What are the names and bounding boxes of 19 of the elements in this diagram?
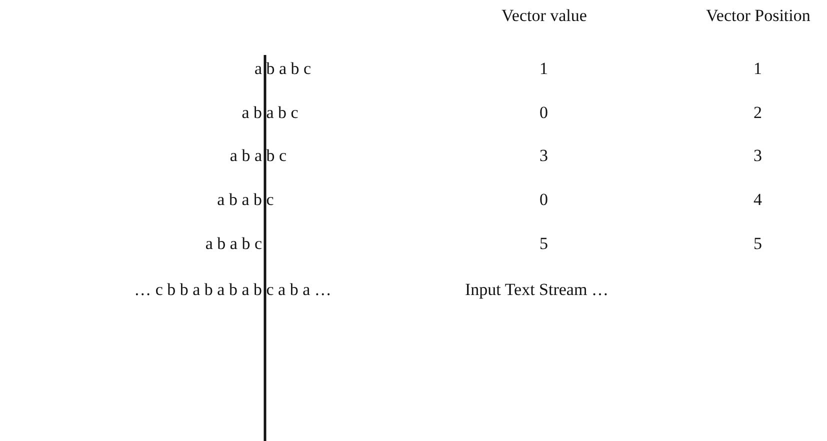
vector-value: 5: [540, 234, 548, 254]
vector-position: 2: [754, 103, 762, 123]
text-stream: … c b b a b a b a b c a b a …: [134, 280, 332, 300]
stream-caption: Input Text Stream …: [465, 280, 608, 300]
column-header: Vector value: [502, 6, 587, 26]
column-header: Vector Position: [706, 6, 810, 26]
pattern-string: a b a b c: [254, 59, 312, 79]
vector-value: 0: [540, 103, 548, 123]
pattern-string: a b a b c: [230, 146, 287, 166]
vector-position: 1: [754, 59, 762, 79]
pattern-string: a b a b c: [205, 234, 262, 254]
pattern-string: a b a b c: [242, 103, 298, 123]
vector-value: 0: [540, 190, 548, 210]
vector-position: 4: [754, 190, 762, 210]
vector-position: 3: [754, 146, 762, 166]
vector-position: 5: [754, 234, 762, 254]
vector-value: 1: [540, 59, 548, 79]
vector-value: 3: [540, 146, 548, 166]
pattern-string: a b a b c: [217, 190, 274, 210]
